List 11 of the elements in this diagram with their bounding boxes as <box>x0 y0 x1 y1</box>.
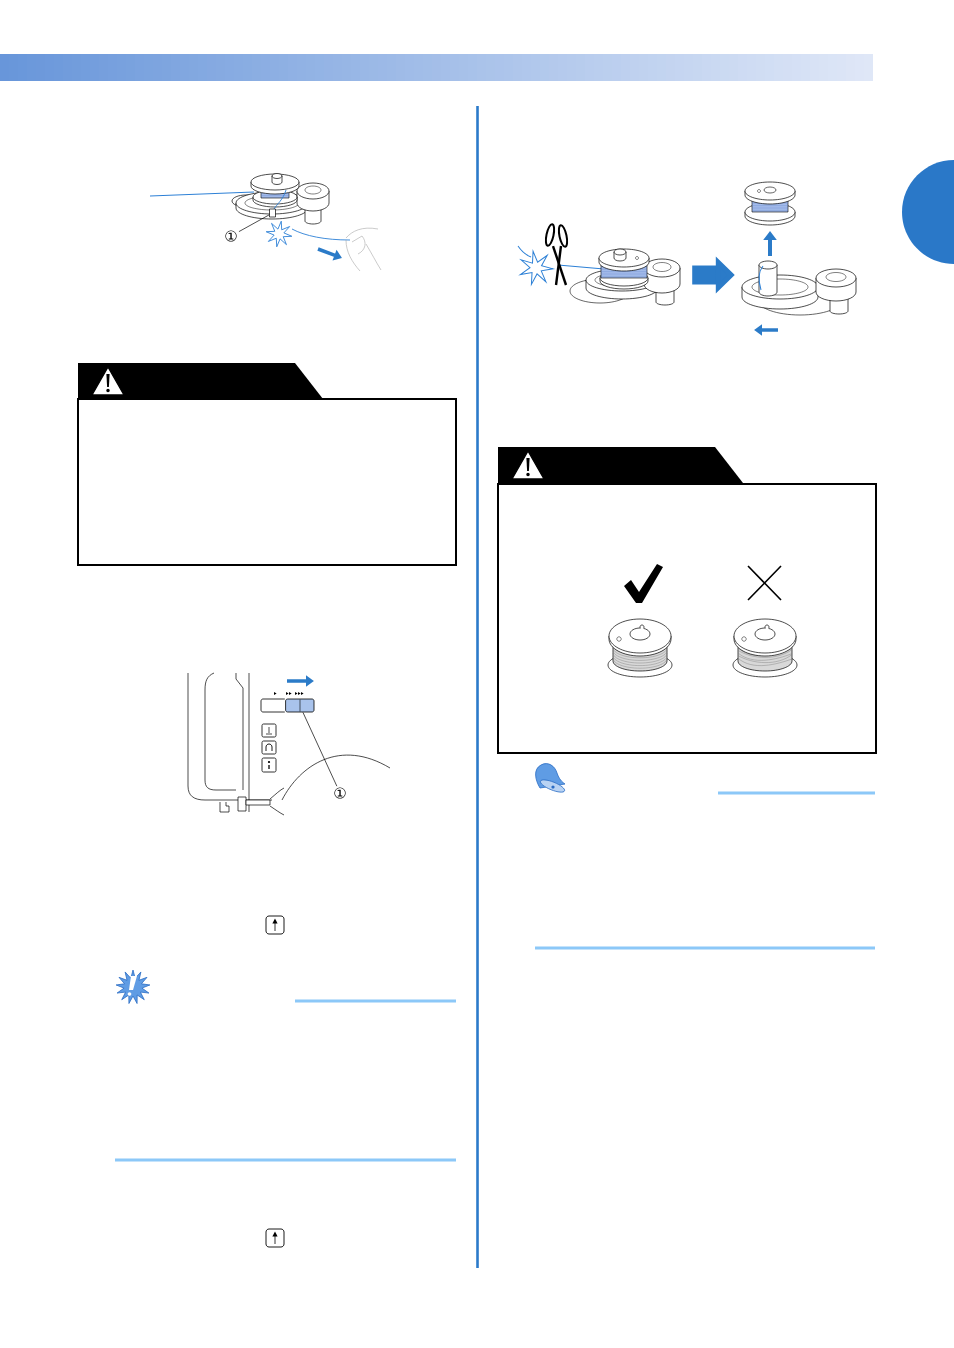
callout-number: ① <box>225 230 237 242</box>
bobbin-and-spindle-drawing <box>741 181 857 316</box>
chapter-tab <box>902 160 954 264</box>
thread-cutter <box>269 208 276 218</box>
leader-line <box>302 712 338 787</box>
bobbin-winder-drawing <box>517 223 681 306</box>
slider-knob <box>285 698 315 713</box>
callout-number: ① <box>334 787 346 799</box>
warning-box <box>77 363 457 566</box>
warning-box <box>497 447 877 754</box>
leader-line <box>238 214 270 232</box>
